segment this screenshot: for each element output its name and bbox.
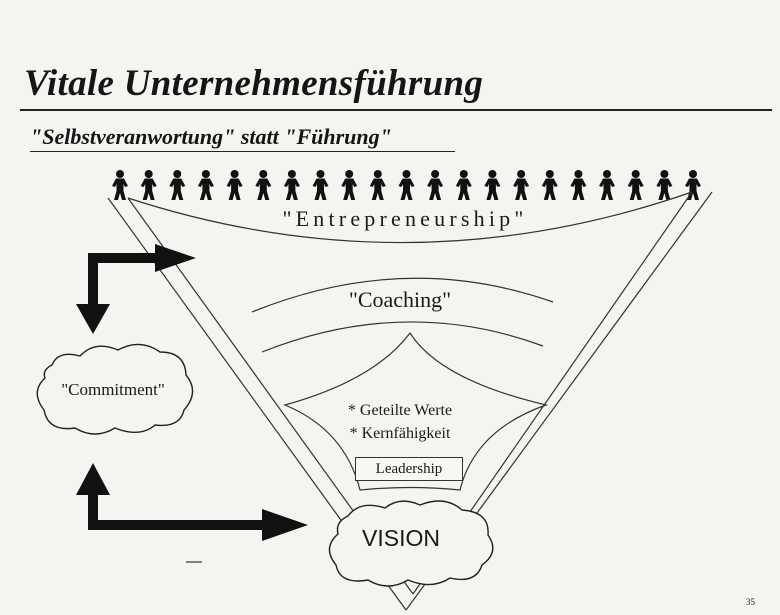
person-icon xyxy=(427,170,444,200)
subtitle: "Selbstveranwortung" statt "Führung" xyxy=(30,124,392,149)
person-icon xyxy=(398,170,415,200)
person-icon xyxy=(226,170,243,200)
core-competence-label: * Kernfähigkeit xyxy=(349,425,451,442)
person-icon xyxy=(197,170,214,200)
coaching-band xyxy=(251,277,554,353)
values-star-shape xyxy=(283,331,549,491)
page-title: Vitale Unternehmensführung xyxy=(24,63,484,104)
entrepreneurship-label: "Entrepreneurship" xyxy=(282,206,528,231)
person-icon xyxy=(599,170,615,200)
person-icon xyxy=(455,170,472,200)
person-icon xyxy=(685,170,701,200)
vision-label: VISION xyxy=(362,525,440,551)
commitment-label: "Commitment" xyxy=(61,380,165,399)
person-icon xyxy=(541,170,558,200)
person-icon xyxy=(341,170,358,200)
person-icon xyxy=(255,170,272,200)
person-icon xyxy=(570,170,587,200)
person-icon xyxy=(169,170,186,200)
coaching-label: "Coaching" xyxy=(348,287,452,312)
person-icon xyxy=(484,170,501,200)
page-number: 35 xyxy=(746,597,755,607)
person-icon xyxy=(140,170,157,200)
person-icon xyxy=(656,170,673,200)
person-icon xyxy=(627,170,644,200)
commitment-cloud xyxy=(36,343,194,435)
shared-values-label: * Geteilte Werte xyxy=(347,402,453,419)
person-icon xyxy=(112,170,128,200)
top-elbow-arrow xyxy=(76,244,196,334)
vision-cloud xyxy=(328,500,494,587)
people-row xyxy=(112,170,701,200)
person-icon xyxy=(312,170,329,200)
subtitle-underline xyxy=(30,151,455,152)
bottom-elbow-arrow xyxy=(76,463,308,541)
person-icon xyxy=(283,170,300,200)
person-icon xyxy=(369,170,386,200)
title-rule xyxy=(20,109,772,111)
leadership-box: Leadership xyxy=(355,457,463,481)
person-icon xyxy=(513,170,530,200)
